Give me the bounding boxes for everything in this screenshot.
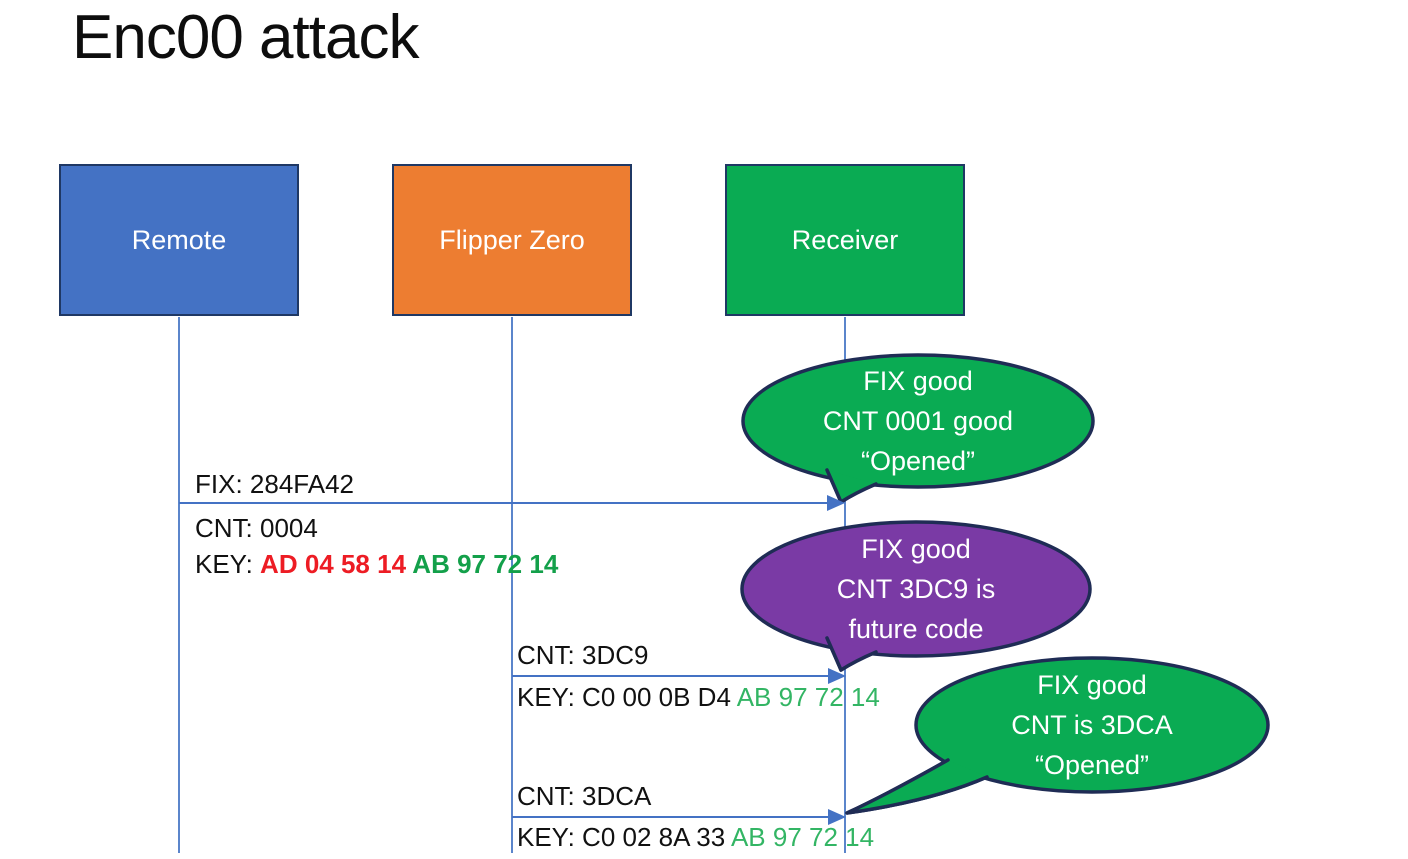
actor-box-flipper-zero: Flipper Zero: [392, 164, 632, 316]
message2-cnt-label: CNT: 3DC9: [517, 640, 649, 670]
actor-label-receiver: Receiver: [791, 224, 899, 255]
actor-box-receiver: Receiver: [725, 164, 965, 316]
key-bytes-fixed: AB 97 72 14: [730, 822, 875, 852]
lifeline-flipper-zero: [511, 317, 513, 853]
callout-line: FIX good: [863, 366, 973, 396]
actor-box-remote: Remote: [59, 164, 299, 316]
message-arrow-line-3: [512, 816, 828, 818]
key-bytes-fixed: AB 97 72 14: [412, 549, 559, 579]
arrowhead-icon: [828, 809, 846, 825]
callout-line: CNT 3DC9 is: [836, 574, 996, 604]
key-bytes-changing: C0 00 0B D4: [582, 682, 737, 712]
lifeline-remote: [178, 317, 180, 853]
key-bytes-changing: C0 02 8A 33: [582, 822, 731, 852]
key-bytes-fixed: AB 97 72 14: [736, 682, 880, 712]
slide-title: Enc00 attack: [72, 3, 419, 72]
message-arrow-line-2: [512, 675, 828, 677]
actor-label-remote: Remote: [131, 224, 227, 255]
message-arrow-line-1: [179, 502, 828, 504]
message3-cnt-label: CNT: 3DCA: [517, 781, 652, 811]
callout-text-opened-2: FIX good CNT is 3DCA “Opened”: [962, 665, 1222, 785]
key-bytes-changing: AD 04 58 14: [260, 549, 413, 579]
callout-line: CNT is 3DCA: [1011, 710, 1173, 740]
arrowhead-icon: [827, 495, 845, 511]
callout-line: future code: [848, 614, 984, 644]
message1-key-label: KEY: AD 04 58 14 AB 97 72 14: [195, 549, 558, 579]
callout-line: FIX good: [1037, 670, 1147, 700]
callout-line: FIX good: [861, 534, 971, 564]
key-prefix: KEY:: [195, 549, 261, 579]
actor-label-flipper-zero: Flipper Zero: [439, 224, 585, 255]
callout-text-opened-1: FIX good CNT 0001 good “Opened”: [788, 361, 1048, 481]
message1-fix-label: FIX: 284FA42: [195, 469, 354, 499]
callout-text-future-code: FIX good CNT 3DC9 is future code: [786, 529, 1046, 649]
message2-key-label: KEY: C0 00 0B D4 AB 97 72 14: [517, 682, 880, 712]
callout-line: CNT 0001 good: [822, 406, 1014, 436]
callout-line: “Opened”: [1034, 750, 1150, 780]
callout-line: “Opened”: [860, 446, 976, 476]
key-prefix: KEY:: [517, 682, 583, 712]
key-prefix: KEY:: [517, 822, 583, 852]
message3-key-label: KEY: C0 02 8A 33 AB 97 72 14: [517, 822, 874, 852]
arrowhead-icon: [828, 668, 846, 684]
message1-cnt-label: CNT: 0004: [195, 513, 318, 543]
